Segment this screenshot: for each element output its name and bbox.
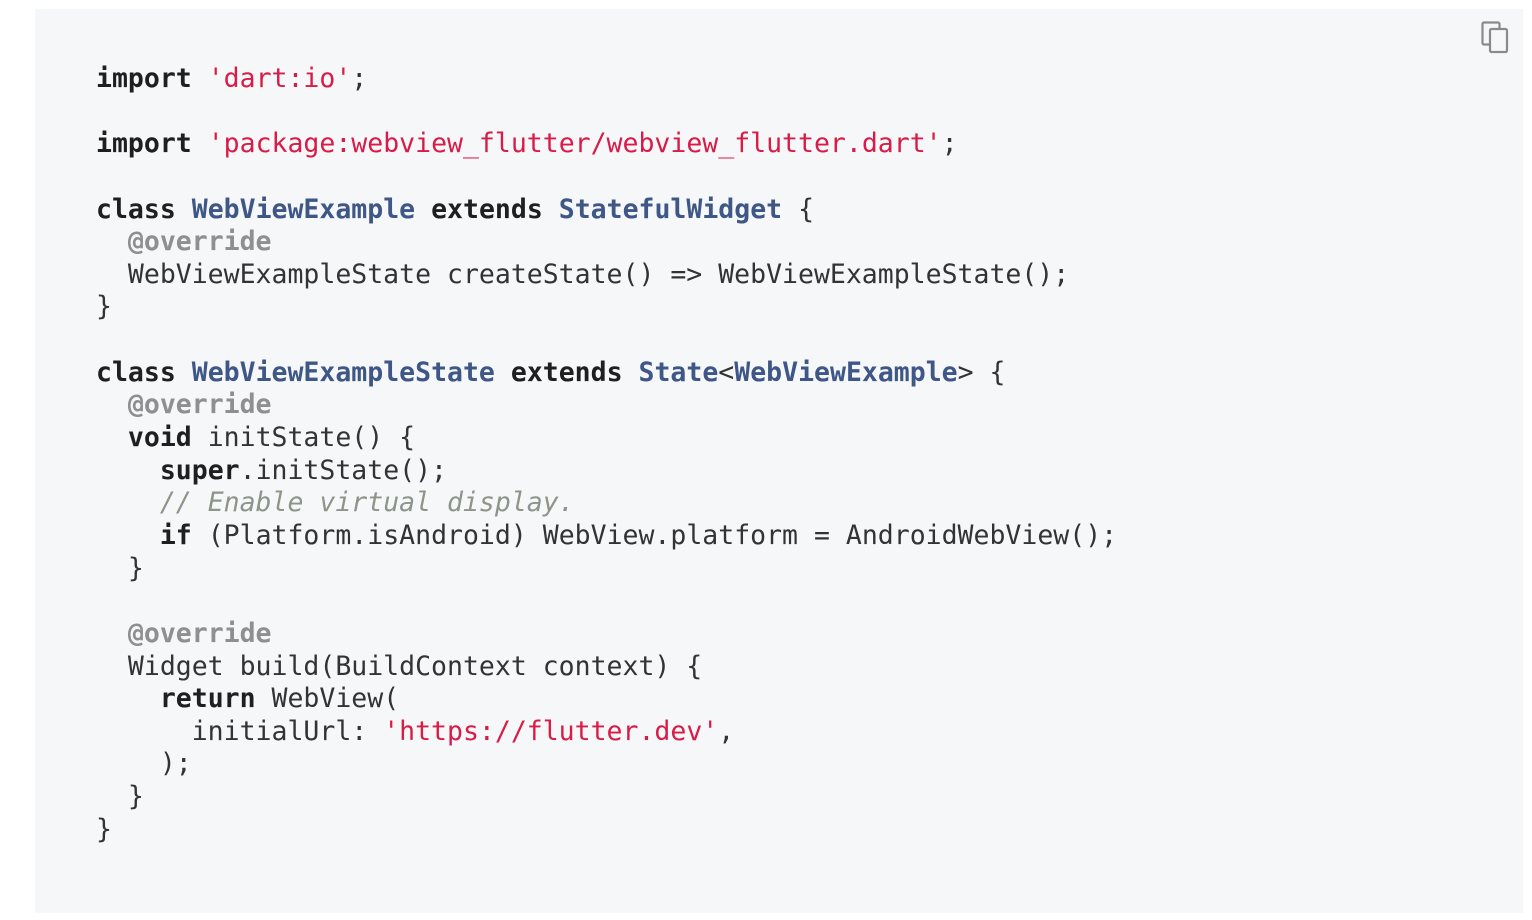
code-text: { bbox=[782, 193, 815, 225]
code-keyword: extends bbox=[431, 193, 543, 225]
code-keyword: if bbox=[159, 519, 192, 551]
code-text: initState() { bbox=[191, 422, 416, 454]
code-text: ; bbox=[941, 128, 958, 160]
code-line: super.initState(); bbox=[96, 455, 1117, 488]
code-keyword: class bbox=[96, 193, 176, 225]
code-text: } bbox=[96, 552, 144, 584]
code-text bbox=[96, 226, 128, 257]
code-text: } bbox=[96, 781, 144, 813]
code-listing: import 'dart:io';import 'package:webview… bbox=[96, 63, 1117, 846]
code-text: .initState(); bbox=[239, 454, 448, 486]
code-line: @override bbox=[96, 389, 1117, 422]
code-line: if (Platform.isAndroid) WebView.platform… bbox=[96, 520, 1117, 553]
code-line: // Enable virtual display. bbox=[96, 487, 1117, 520]
code-line: @override bbox=[96, 226, 1117, 259]
code-string: 'dart:io' bbox=[207, 63, 352, 94]
code-line: } bbox=[96, 781, 1117, 814]
code-text: } bbox=[96, 813, 112, 845]
code-text: WebViewExampleState createState() => Web… bbox=[96, 258, 1070, 290]
code-string: 'https://flutter.dev' bbox=[383, 715, 719, 747]
code-line bbox=[96, 585, 1117, 618]
code-text bbox=[543, 194, 559, 225]
code-text: , bbox=[718, 715, 735, 747]
code-annotation: @override bbox=[127, 389, 272, 421]
code-line: class WebViewExampleState extends State<… bbox=[96, 357, 1117, 390]
code-string: 'package:webview_flutter/webview_flutter… bbox=[207, 128, 942, 160]
code-text bbox=[192, 63, 208, 94]
code-line: WebViewExampleState createState() => Web… bbox=[96, 259, 1117, 292]
code-line: } bbox=[96, 553, 1117, 586]
code-annotation: @override bbox=[127, 226, 272, 258]
code-annotation: @override bbox=[127, 617, 272, 649]
copy-icon bbox=[1481, 21, 1511, 55]
code-line: class WebViewExample extends StatefulWid… bbox=[96, 194, 1117, 227]
code-line: import 'dart:io'; bbox=[96, 63, 1117, 96]
code-line: ); bbox=[96, 748, 1117, 781]
code-text: < bbox=[718, 356, 735, 388]
code-text bbox=[96, 455, 160, 486]
code-text bbox=[96, 422, 128, 453]
code-text: initialUrl: bbox=[96, 715, 384, 747]
code-block: import 'dart:io';import 'package:webview… bbox=[35, 9, 1523, 913]
code-keyword: import bbox=[96, 63, 192, 94]
code-text bbox=[96, 520, 160, 551]
code-line bbox=[96, 96, 1117, 129]
code-text: (Platform.isAndroid) WebView.platform = … bbox=[191, 519, 1118, 551]
code-line: Widget build(BuildContext context) { bbox=[96, 651, 1117, 684]
code-text bbox=[176, 194, 192, 225]
code-text: WebView( bbox=[255, 683, 400, 715]
code-type: WebViewExampleState bbox=[191, 356, 495, 388]
code-text: ; bbox=[351, 63, 368, 94]
code-text bbox=[96, 618, 128, 649]
code-keyword: extends bbox=[510, 356, 623, 388]
code-type: WebViewExample bbox=[191, 193, 416, 225]
code-text bbox=[623, 357, 639, 388]
copy-button[interactable] bbox=[1481, 21, 1511, 55]
code-keyword: super bbox=[159, 454, 240, 486]
code-text: > { bbox=[957, 356, 1006, 388]
code-keyword: void bbox=[127, 422, 192, 454]
code-keyword: import bbox=[96, 128, 192, 160]
code-text: } bbox=[96, 291, 112, 323]
code-type: StatefulWidget bbox=[558, 193, 783, 225]
code-line bbox=[96, 161, 1117, 194]
code-line: void initState() { bbox=[96, 422, 1117, 455]
code-line: initialUrl: 'https://flutter.dev', bbox=[96, 716, 1117, 749]
code-text bbox=[96, 683, 160, 714]
code-keyword: return bbox=[159, 683, 256, 715]
code-text bbox=[96, 389, 128, 420]
code-text: Widget build(BuildContext context) { bbox=[96, 650, 703, 682]
code-text bbox=[495, 357, 511, 388]
code-text: ); bbox=[96, 748, 192, 780]
code-comment: // Enable virtual display. bbox=[159, 487, 575, 519]
code-type: WebViewExample bbox=[734, 356, 958, 388]
code-line: import 'package:webview_flutter/webview_… bbox=[96, 128, 1117, 161]
code-line: } bbox=[96, 291, 1117, 324]
code-text bbox=[96, 487, 160, 518]
code-line: return WebView( bbox=[96, 683, 1117, 716]
code-text bbox=[176, 357, 192, 388]
code-keyword: class bbox=[96, 356, 176, 388]
code-line: @override bbox=[96, 618, 1117, 651]
code-type: State bbox=[638, 356, 719, 388]
code-line bbox=[96, 324, 1117, 357]
code-line: } bbox=[96, 814, 1117, 847]
code-text bbox=[415, 194, 431, 225]
code-text bbox=[192, 128, 208, 159]
